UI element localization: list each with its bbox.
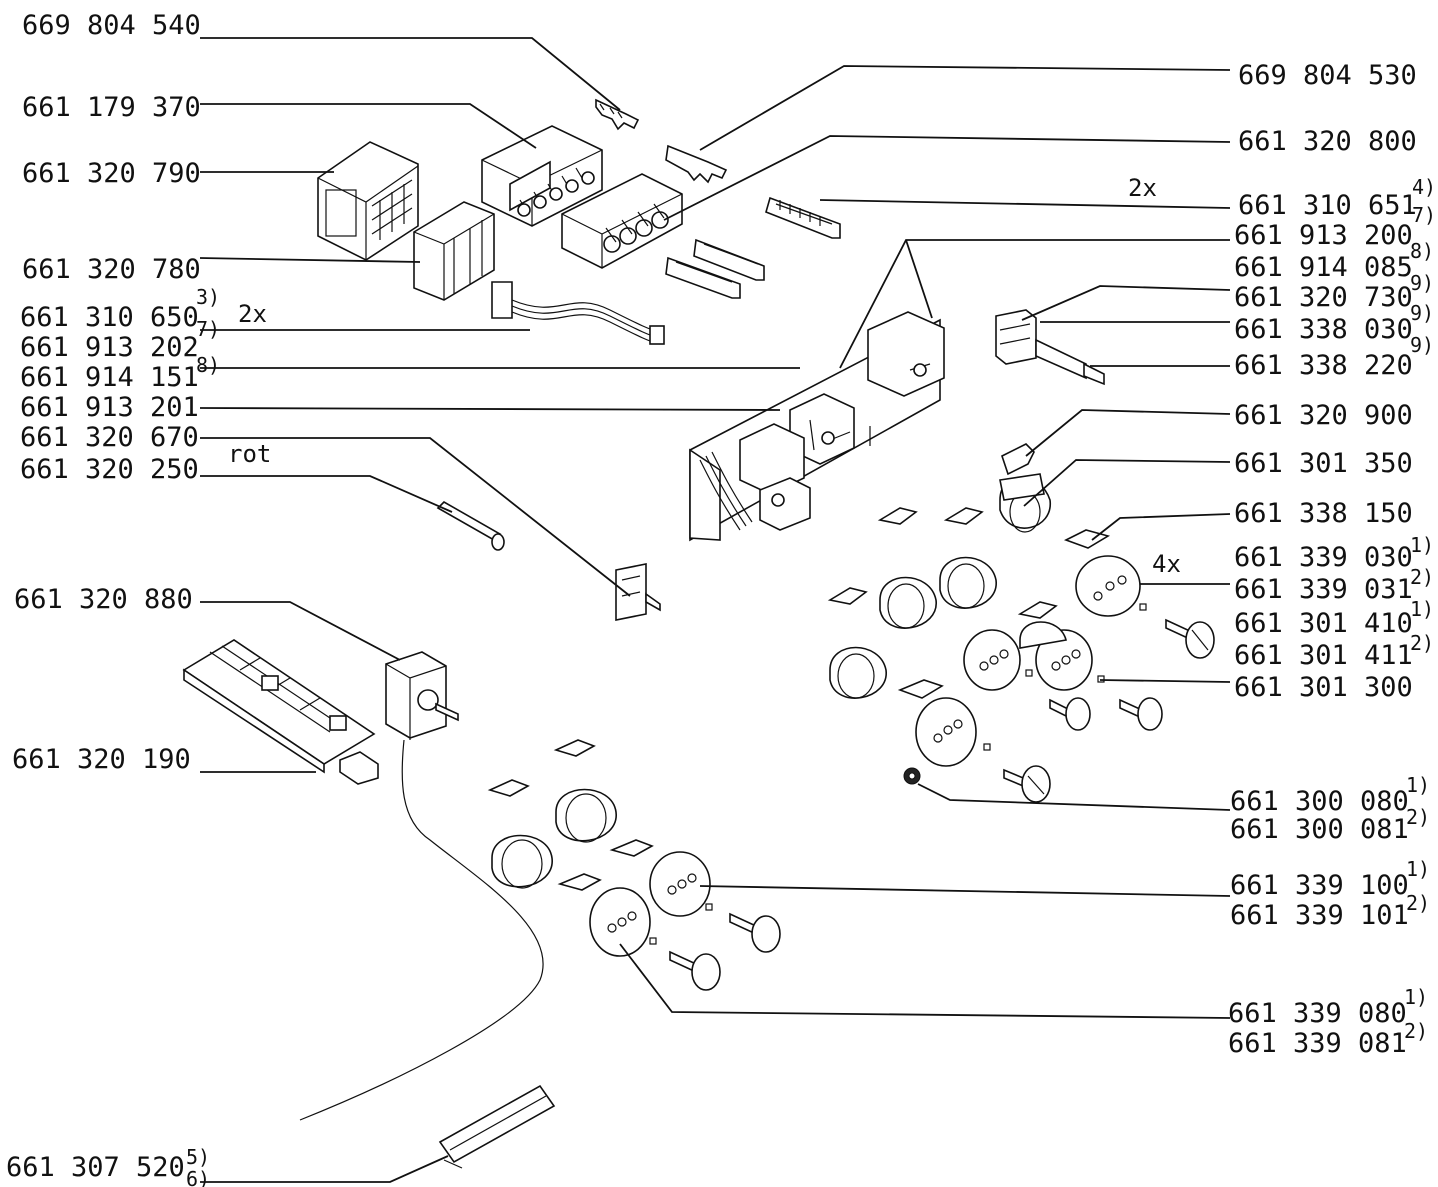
sensor-tube-661320250 [436, 501, 505, 551]
part-number-label: 669 804 540 [22, 10, 201, 41]
quantity-note: 4x [1152, 550, 1181, 578]
part-number-label: 661 339 081 [1228, 1028, 1407, 1059]
part-number-label: 661 300 081 [1230, 814, 1409, 845]
footnote-marker: 9) [1410, 271, 1434, 295]
knob-plate-661339030 [1075, 555, 1147, 617]
part-number-label: 661 307 520 [6, 1152, 185, 1183]
part-number-label: 661 320 800 [1238, 126, 1417, 157]
part-number-label: 661 339 080 [1228, 998, 1407, 1029]
part-number-label: 661 320 670 [20, 422, 199, 453]
footnote-marker: 1) [1404, 985, 1428, 1009]
part-number-label: 661 338 030 [1234, 314, 1413, 345]
knobs-group-right [1003, 697, 1163, 803]
footnote-marker: 2) [1406, 891, 1430, 915]
footnote-marker: 1) [1406, 773, 1430, 797]
part-number-label: 661 913 200 [1234, 220, 1413, 251]
part-number-label: 661 913 201 [20, 392, 199, 423]
footnote-marker: 7) [196, 317, 220, 341]
part-number-label: 661 320 250 [20, 454, 199, 485]
clip-661338150 [1063, 529, 1111, 549]
thermostat-661320880 [299, 651, 544, 1121]
strip-connector-661310651 [765, 196, 841, 239]
footnote-marker: 2) [1410, 565, 1434, 589]
footnote-marker: 8) [196, 353, 220, 377]
part-number-label: 661 300 080 [1230, 786, 1409, 817]
quantity-note: 2x [238, 300, 267, 328]
left-part-labels: 669 804 540 661 179 370 661 320 790 661 … [6, 10, 220, 1187]
clip-661320900 [1001, 443, 1035, 476]
footnote-marker: 9) [1410, 301, 1434, 325]
central-switch-housing [689, 311, 945, 542]
bezel-ring-group-lower [487, 739, 781, 991]
footnote-marker: 2) [1410, 631, 1434, 655]
footnote-marker: 5) [186, 1145, 210, 1169]
nut-661300080 [903, 767, 921, 785]
part-number-label: 661 179 370 [22, 92, 201, 123]
part-number-label: 661 310 650 [20, 302, 199, 333]
footnote-marker: 2) [1406, 805, 1430, 829]
knob-661301410 [1165, 618, 1215, 659]
part-number-label: 661 301 410 [1234, 608, 1413, 639]
part-number-label: 661 320 900 [1234, 400, 1413, 431]
part-number-label: 661 339 031 [1234, 574, 1413, 605]
footnote-marker: 9) [1410, 333, 1434, 357]
frame-661320780 [413, 201, 495, 301]
strip-connectors-pair [665, 238, 765, 299]
part-number-label: 661 339 030 [1234, 542, 1413, 573]
part-number-label: 661 301 300 [1234, 672, 1413, 703]
bezel-ring-661301350 [999, 473, 1051, 533]
part-number-label: 661 320 730 [1234, 282, 1413, 313]
part-number-label: 669 804 530 [1238, 60, 1417, 91]
part-number-label: 661 301 350 [1234, 448, 1413, 479]
footnote-marker: 3) [196, 285, 220, 309]
connector-block-661179370 [481, 125, 603, 227]
footnote-marker: 2) [1404, 1019, 1428, 1043]
part-number-label: 661 914 151 [20, 362, 199, 393]
part-number-label: 661 339 101 [1230, 900, 1409, 931]
part-number-label: 661 913 202 [20, 332, 199, 363]
footnote-marker: 1) [1410, 597, 1434, 621]
footnote-marker: 4) [1412, 175, 1436, 199]
clip-part-669804530 [665, 144, 728, 184]
control-pcb-661320190 [182, 639, 379, 785]
footnote-marker: 8) [1410, 239, 1434, 263]
part-number-label: 661 338 220 [1234, 350, 1413, 381]
part-number-label: 661 320 780 [22, 254, 201, 285]
quantity-note: 2x [1128, 174, 1157, 202]
part-number-label: 661 320 880 [14, 584, 193, 615]
part-number-label: 661 339 100 [1230, 870, 1409, 901]
footnote-marker: 6) [186, 1167, 210, 1187]
right-part-labels: 669 804 530 661 320 800 661 310 651 4) 7… [1228, 60, 1436, 1059]
footnote-marker: 1) [1410, 533, 1434, 557]
part-number-label: 661 320 190 [12, 744, 191, 775]
part-number-label: 661 320 790 [22, 158, 201, 189]
housing-661320790 [317, 141, 419, 261]
part-number-label: 661 301 411 [1234, 640, 1413, 671]
part-number-label: 661 310 651 [1238, 190, 1417, 221]
clip-part-669804540 [595, 98, 640, 131]
part-number-label: 661 914 085 [1234, 252, 1413, 283]
leader-lines [199, 37, 1231, 1183]
quantity-notes: 2x 2x 4x rot [228, 174, 1181, 578]
switch-661320670 [615, 563, 661, 621]
footnote-marker: 1) [1406, 857, 1430, 881]
push-switch-661338030 [995, 309, 1105, 386]
connector-661320800 [561, 173, 683, 269]
color-note: rot [228, 440, 271, 468]
bracket-661307520 [438, 1084, 556, 1169]
part-number-label: 661 338 150 [1234, 498, 1413, 529]
footnote-marker: 7) [1412, 203, 1436, 227]
bezel-ring-group [827, 507, 1105, 767]
wire-harness-661310650 [491, 281, 665, 345]
